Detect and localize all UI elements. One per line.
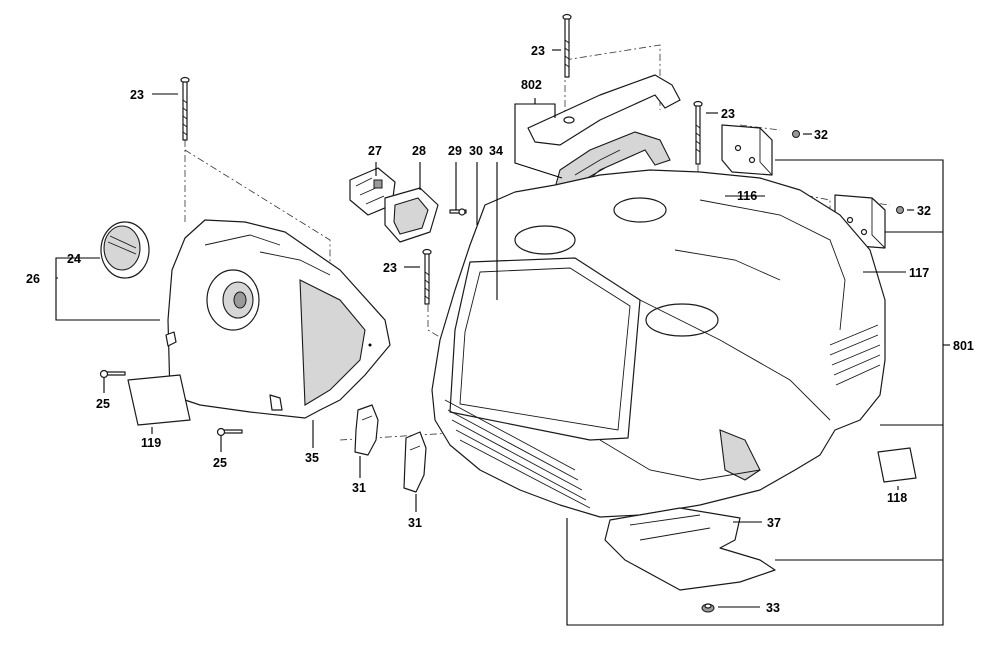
callout-28: 28 [412, 144, 426, 158]
callout-26: 26 [26, 272, 40, 286]
callout-33: 33 [766, 601, 780, 615]
callout-32b: 32 [917, 204, 931, 218]
callout-29: 29 [448, 144, 462, 158]
knob-24 [100, 221, 150, 279]
callout-31a: 31 [352, 481, 366, 495]
callout-24: 24 [67, 252, 81, 266]
callout-30: 30 [469, 144, 483, 158]
pad-block-32-upper [721, 124, 800, 176]
label-118 [877, 447, 917, 483]
callout-23b: 23 [531, 44, 545, 58]
screw-23-middle [422, 248, 432, 305]
switch-frame-28 [384, 187, 439, 243]
callout-27: 27 [368, 144, 382, 158]
callout-23a: 23 [130, 88, 144, 102]
clip-31-left [354, 404, 379, 456]
callout-118: 118 [887, 491, 907, 505]
callout-116: 116 [737, 189, 757, 203]
callout-801: 801 [953, 339, 974, 353]
callout-35: 35 [305, 451, 319, 465]
clip-31-right [403, 431, 427, 493]
callout-23d: 23 [383, 261, 397, 275]
callout-31b: 31 [408, 516, 422, 530]
bottom-plate-37 [604, 507, 776, 591]
callout-37: 37 [767, 516, 781, 530]
callout-23c: 23 [721, 107, 735, 121]
callout-802: 802 [521, 78, 542, 92]
callout-119: 119 [141, 436, 161, 450]
leader-lines [55, 49, 950, 626]
nut-33 [701, 603, 715, 613]
screw-23-left [180, 76, 190, 141]
callout-25b: 25 [213, 456, 227, 470]
screw-23-top [562, 13, 572, 78]
screw-29 [449, 208, 467, 216]
screw-25-bottom [216, 427, 243, 437]
callout-labels: 23 23 23 23 802 32 32 27 28 29 30 34 116… [26, 44, 974, 615]
housing-801 [431, 169, 886, 518]
screw-23-right [693, 100, 703, 165]
front-cover-26 [165, 219, 391, 419]
callout-32a: 32 [814, 128, 828, 142]
screw-25-left [99, 369, 126, 379]
callout-117: 117 [909, 266, 929, 280]
callout-34: 34 [489, 144, 503, 158]
callout-25a: 25 [96, 397, 110, 411]
plate-119 [127, 374, 191, 426]
